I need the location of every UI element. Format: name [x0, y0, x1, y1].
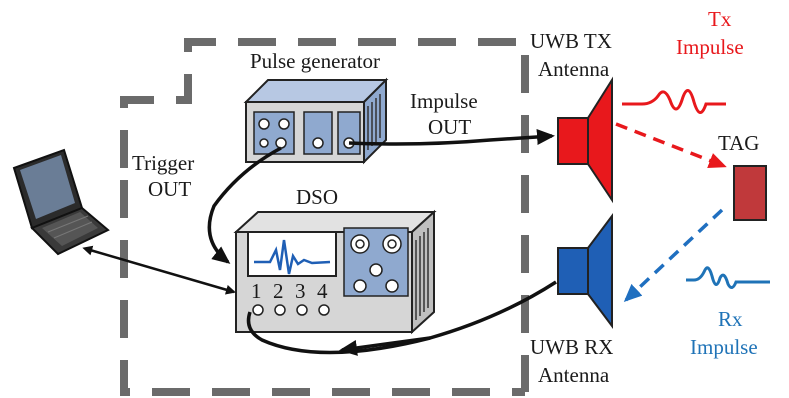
tx-impulse-label-line2: Impulse — [676, 35, 744, 59]
uwb-rx-label-line1: UWB RX — [530, 335, 613, 359]
impulse-out-label-line1: Impulse — [410, 89, 478, 113]
dso-channel-4-label: 4 — [317, 279, 328, 303]
rx-impulse-waveform — [686, 266, 770, 289]
rx-cable-arrowhead — [339, 336, 431, 356]
dso-channel-2-port — [274, 304, 286, 316]
dso-channel-1-label: 1 — [251, 279, 262, 303]
dso-label: DSO — [296, 185, 338, 209]
dso-oscilloscope: 1 2 3 4 — [233, 209, 437, 335]
dso-channel-1-port — [252, 304, 264, 316]
uwb-tx-antenna-icon — [557, 76, 613, 204]
uwb-rx-antenna-icon — [557, 213, 613, 329]
dso-channel-3-label: 3 — [295, 279, 306, 303]
dso-channel-2-label: 2 — [273, 279, 284, 303]
uwb-tx-label-line2: Antenna — [538, 57, 610, 81]
trigger-out-label-line2: OUT — [148, 177, 191, 201]
rx-antenna-cable — [246, 280, 557, 355]
tx-impulse-label-line1: Tx — [708, 7, 732, 31]
impulse-out-label-line2: OUT — [428, 115, 471, 139]
laptop-dso-link — [82, 245, 236, 295]
tx-impulse-waveform — [622, 89, 726, 114]
uwb-tx-label-line1: UWB TX — [530, 29, 612, 53]
rx-impulse-label-line2: Impulse — [690, 335, 758, 359]
tag-label: TAG — [718, 131, 759, 155]
trigger-out-label-line1: Trigger — [132, 151, 194, 175]
dso-channel-4-port — [318, 304, 330, 316]
uwb-rx-label-line2: Antenna — [538, 363, 610, 387]
pulse-generator-label: Pulse generator — [250, 49, 380, 73]
dso-screen-waveform — [254, 239, 331, 275]
dso-channel-3-port — [296, 304, 308, 316]
impulse-out-cable — [348, 128, 555, 146]
tag-to-rx-arrow — [623, 208, 724, 303]
rx-impulse-label-line1: Rx — [718, 307, 743, 331]
pulse-generator-instrument — [243, 77, 389, 165]
laptop-icon — [12, 148, 110, 256]
tx-to-tag-arrow — [615, 122, 727, 169]
tag-block — [733, 165, 767, 221]
